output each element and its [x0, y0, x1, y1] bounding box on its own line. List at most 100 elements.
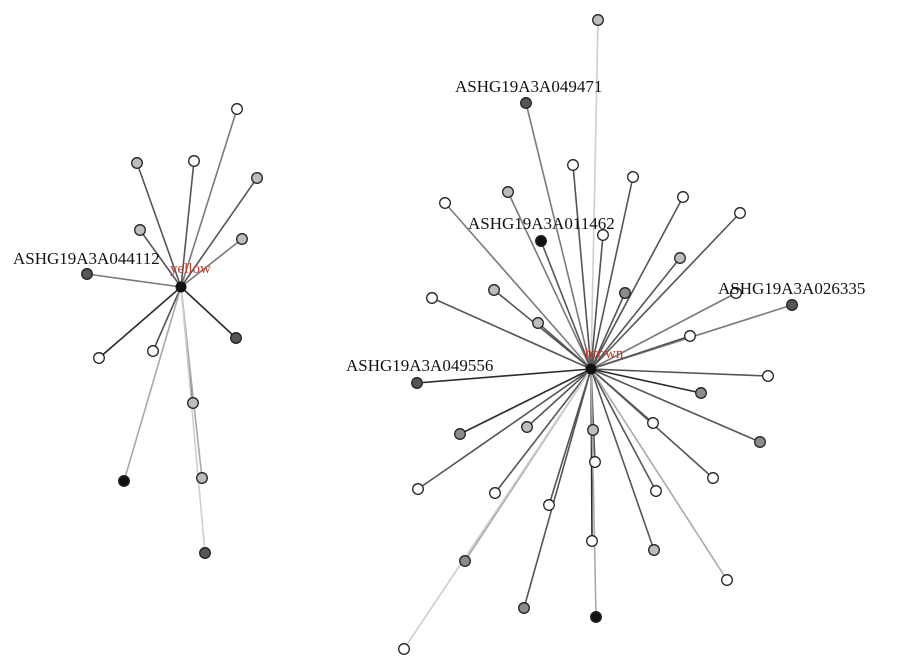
gene-node-yellow-8[interactable]: [147, 345, 159, 357]
edge-brown-33: [590, 368, 769, 377]
edge-brown-29: [590, 292, 737, 370]
gene-node-brown-31[interactable]: [684, 330, 696, 342]
gene-node-brown-14[interactable]: [592, 14, 604, 26]
gene-node-brown-50[interactable]: [518, 602, 530, 614]
gene-node-brown-32[interactable]: [411, 377, 423, 389]
gene-node-brown-49[interactable]: [721, 574, 733, 586]
gene-node-brown-21[interactable]: [734, 207, 746, 219]
edge-brown-19: [444, 202, 592, 370]
gene-node-brown-33[interactable]: [762, 370, 774, 382]
nodes: [81, 14, 798, 655]
gene-label-brown-2: ASHG19A3A011462: [468, 214, 615, 233]
gene-node-brown-38[interactable]: [587, 424, 599, 436]
gene-node-brown-47[interactable]: [648, 544, 660, 556]
gene-node-brown-42[interactable]: [489, 487, 501, 499]
gene-node-brown-26[interactable]: [488, 284, 500, 296]
edge-brown-30: [537, 322, 592, 370]
gene-node-yellow-4[interactable]: [134, 224, 146, 236]
gene-node-brown-48[interactable]: [459, 555, 471, 567]
gene-node-brown-18[interactable]: [627, 171, 639, 183]
edge-yellow-3: [180, 177, 258, 288]
gene-node-brown-20[interactable]: [677, 191, 689, 203]
edge-brown-49: [590, 368, 728, 581]
gene-node-brown-16[interactable]: [567, 159, 579, 171]
edge-brown-17: [507, 191, 592, 370]
edge-brown-36: [459, 368, 592, 435]
gene-node-yellow-5[interactable]: [236, 233, 248, 245]
edge-brown-32: [416, 368, 592, 384]
edge-brown-18: [590, 176, 634, 370]
gene-node-brown-15[interactable]: [520, 97, 532, 109]
gene-node-yellow-10[interactable]: [187, 397, 199, 409]
gene-node-yellow-11[interactable]: [196, 472, 208, 484]
edge-brown-43: [590, 368, 657, 492]
edge-brown-22: [540, 240, 592, 370]
edge-brown-28: [431, 297, 592, 370]
gene-node-yellow-12[interactable]: [118, 475, 130, 487]
gene-node-brown-23[interactable]: [597, 229, 609, 241]
gene-node-brown-40[interactable]: [412, 483, 424, 495]
edge-yellow-5: [180, 238, 243, 288]
gene-node-brown-22[interactable]: [535, 235, 547, 247]
edge-yellow-8: [152, 286, 182, 352]
gene-label-brown-3: ASHG19A3A026335: [718, 279, 865, 298]
gene-node-brown-27[interactable]: [619, 287, 631, 299]
edge-brown-39: [590, 368, 761, 443]
edge-yellow-1: [136, 162, 182, 288]
edge-brown-14: [590, 19, 599, 370]
gene-node-yellow-3[interactable]: [251, 172, 263, 184]
gene-node-brown-37[interactable]: [521, 421, 533, 433]
gene-node-yellow-0[interactable]: [231, 103, 243, 115]
gene-node-brown-46[interactable]: [586, 535, 598, 547]
edge-yellow-2: [180, 160, 195, 288]
edge-brown-50: [523, 368, 592, 609]
hub-node-yellow[interactable]: [175, 281, 187, 293]
gene-node-brown-19[interactable]: [439, 197, 451, 209]
gene-node-yellow-6[interactable]: [81, 268, 93, 280]
edge-brown-27: [590, 292, 626, 370]
edge-brown-51: [590, 368, 597, 618]
edge-brown-21: [590, 212, 741, 370]
edge-brown-15: [525, 102, 592, 370]
gene-node-brown-25[interactable]: [786, 299, 798, 311]
gene-label-brown-4: ASHG19A3A049556: [346, 356, 493, 375]
gene-node-brown-36[interactable]: [454, 428, 466, 440]
edge-brown-31: [590, 335, 691, 370]
gene-node-brown-30[interactable]: [532, 317, 544, 329]
gene-node-brown-52[interactable]: [398, 643, 410, 655]
edge-yellow-4: [139, 229, 182, 288]
edge-brown-52: [403, 368, 592, 650]
gene-node-brown-51[interactable]: [590, 611, 602, 623]
gene-node-yellow-2[interactable]: [188, 155, 200, 167]
edge-yellow-6: [86, 273, 182, 288]
gene-node-brown-35[interactable]: [647, 417, 659, 429]
gene-node-yellow-13[interactable]: [199, 547, 211, 559]
gene-node-brown-28[interactable]: [426, 292, 438, 304]
gene-label-yellow-hub-gene: ASHG19A3A044112: [13, 249, 160, 268]
gene-node-yellow-1[interactable]: [131, 157, 143, 169]
gene-node-brown-39[interactable]: [754, 436, 766, 448]
edges: [86, 19, 793, 650]
hub-node-brown[interactable]: [585, 363, 597, 375]
gene-node-brown-34[interactable]: [695, 387, 707, 399]
edge-yellow-0: [180, 108, 238, 288]
edge-yellow-7: [180, 286, 237, 339]
gene-node-brown-44[interactable]: [707, 472, 719, 484]
gene-node-brown-24[interactable]: [674, 252, 686, 264]
module-hub-label-brown: brown: [585, 346, 624, 362]
gene-node-brown-43[interactable]: [650, 485, 662, 497]
edge-yellow-13: [180, 286, 206, 554]
gene-node-yellow-9[interactable]: [93, 352, 105, 364]
edge-brown-34: [590, 368, 702, 394]
gene-node-brown-45[interactable]: [543, 499, 555, 511]
gene-node-brown-41[interactable]: [589, 456, 601, 468]
gene-node-brown-17[interactable]: [502, 186, 514, 198]
edge-brown-20: [590, 196, 684, 370]
gene-node-yellow-7[interactable]: [230, 332, 242, 344]
edge-brown-23: [590, 234, 604, 370]
edge-yellow-9: [98, 286, 182, 359]
module-hub-label-yellow: yellow: [170, 261, 211, 277]
gene-node-brown-29[interactable]: [730, 287, 742, 299]
